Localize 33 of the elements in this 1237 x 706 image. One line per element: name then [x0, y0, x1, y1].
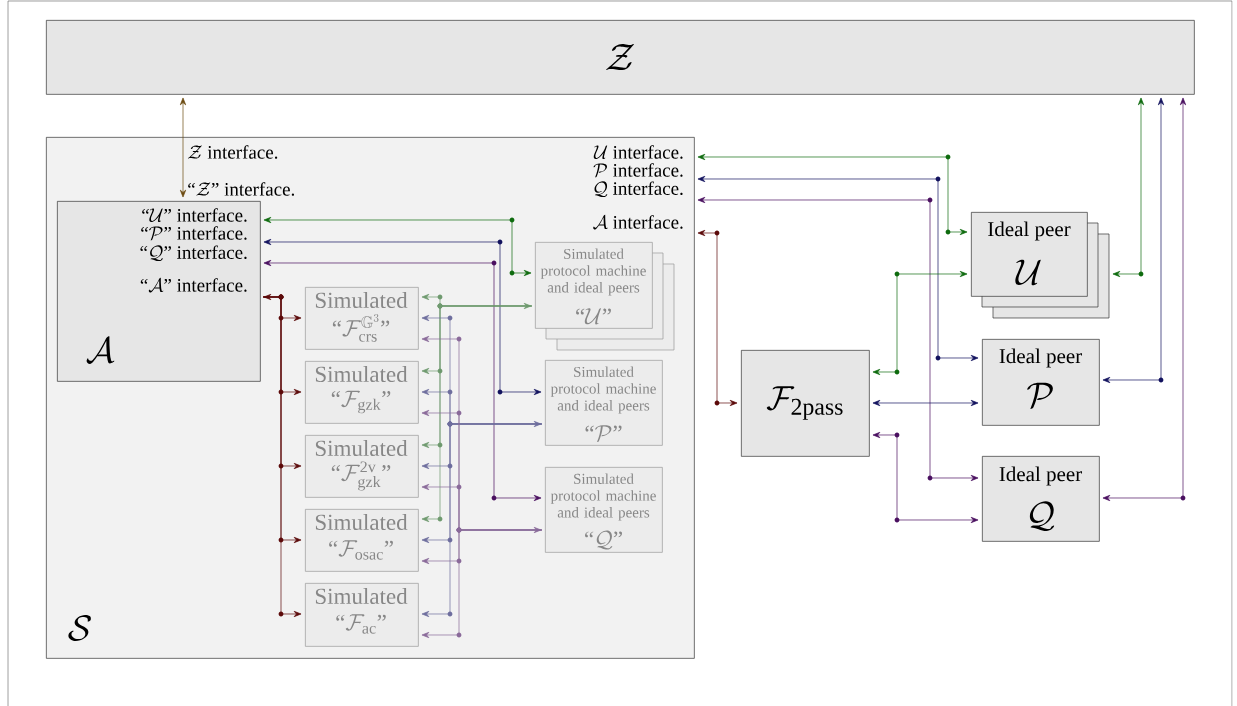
double-arrow	[697, 229, 738, 407]
double-arrow	[262, 294, 302, 618]
double-arrow	[1102, 97, 1165, 384]
double-arrow	[1112, 97, 1145, 278]
simulated-functionality-box: Simulated $\mbox{“}\mathcal{F}_{\mathrm{osac}}\mbox{”}$	[305, 509, 419, 572]
double-arrow	[263, 259, 542, 502]
double-arrow	[872, 270, 968, 376]
functionality-box: $\mathcal{F}_{\mathrm{2pass}}$	[741, 350, 870, 457]
peer-box: Ideal peer $\mathcal{Q}$	[982, 456, 1100, 542]
simulated-functionality-box: Simulated $\mbox{“}\mathcal{F}^{\mathbb{G}^3}_{\mathrm{crs}}\mbox{”}$	[305, 287, 419, 350]
peer-box: Ideal peer $\mathcal{P}$	[982, 339, 1100, 426]
double-arrow	[697, 175, 979, 362]
double-arrow	[421, 421, 543, 618]
double-arrow	[697, 196, 979, 482]
simulated-functionality-box: Simulated $\mbox{“}\mathcal{F}_{\mathrm{ac}}\mbox{”}$	[305, 583, 419, 647]
double-arrow	[421, 527, 543, 639]
double-arrow	[697, 153, 968, 236]
simulated-functionality-box: Simulated $\mbox{“}\mathcal{F}_{\mathrm{gzk}}\mbox{”}$	[305, 361, 419, 424]
double-arrow	[872, 399, 979, 407]
double-arrow	[1102, 97, 1187, 502]
stacked-machine-box: Simulated protocol machine and ideal peers $\mbox{“}\mathcal{U}\mbox{”}$	[535, 242, 675, 351]
simulated-functionality-box: Simulated $\mbox{“}\mathcal{F}^{\mathrm{2v}}_{\mathrm{gzk}}\mbox{”}$	[305, 435, 419, 498]
double-arrow	[179, 97, 187, 198]
double-arrow	[421, 303, 533, 523]
double-arrow	[872, 431, 979, 524]
node-label: $\mbox{“}\mathcal{Z}\mbox{” interface.}$	[188, 182, 295, 196]
stacked-peer-box: Ideal peer $\mathcal{U}$	[971, 212, 1110, 319]
simulated-machine-box: Simulated protocol machine and ideal peers $\mbox{“}\mathcal{P}\mbox{”}$	[545, 360, 663, 446]
simulated-machine-box: Simulated protocol machine and ideal peers $\mbox{“}\mathcal{Q}\mbox{”}$	[545, 467, 663, 553]
double-arrow	[263, 238, 542, 396]
adversary-box: $\mbox{“}\mathcal{Z}\mbox{” interface.}$ $\mbox{“}\mathcal{U}\mbox{” interface.}$ $\mbox{“}\mathcal{P}\mbox{” interface.}$ $\mbox{“}\mathcal{Q}\mbox{” interface.}$ $\mbox{“}\mathcal{A}\mbox{” interface.}$ $\mathcal{A}$	[57, 182, 295, 382]
environment-box: $\mathcal{Z}$	[46, 20, 1195, 95]
double-arrow	[263, 216, 532, 277]
